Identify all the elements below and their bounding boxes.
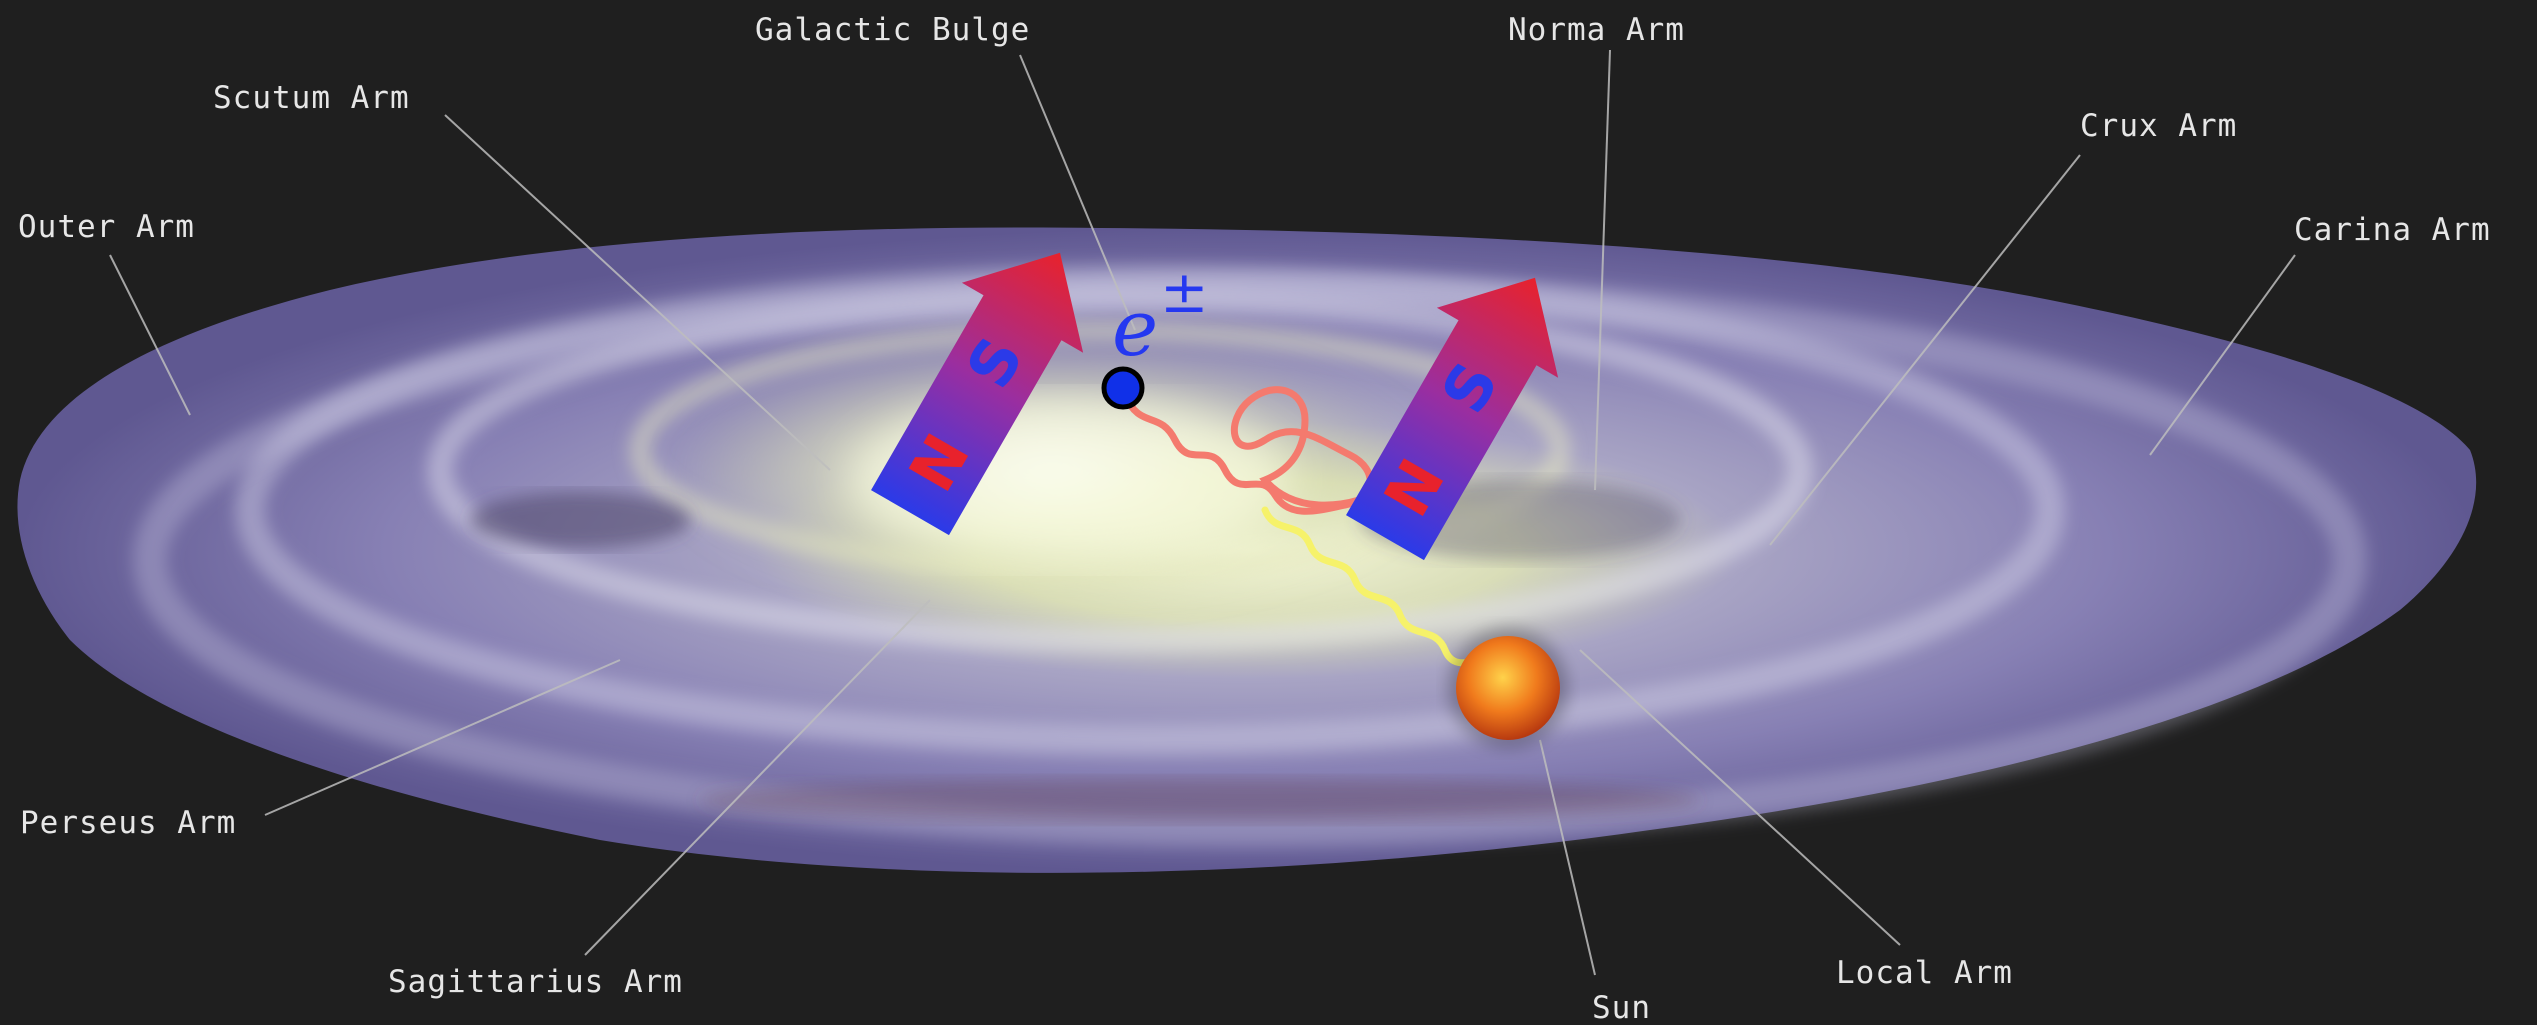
leader-norma-arm	[1594, 49, 1611, 491]
label-scutum-arm: Scutum Arm	[213, 80, 410, 116]
magnet-right-arrow-body	[1346, 277, 1559, 561]
leader-galactic-bulge	[1019, 54, 1136, 331]
label-carina-arm: Carina Arm	[2294, 212, 2491, 248]
electron-trajectory	[1121, 386, 1399, 515]
label-perseus-arm: Perseus Arm	[20, 805, 236, 841]
arm-labels: Galactic Bulge Norma Arm Scutum Arm Crux…	[18, 12, 2491, 1025]
leader-sagittarius-arm	[584, 599, 931, 956]
leader-carina-arm	[2149, 254, 2296, 456]
leader-crux-arm	[1769, 154, 2081, 546]
galaxy-disk	[17, 227, 2477, 873]
label-crux-arm: Crux Arm	[2080, 108, 2237, 144]
sun-icon	[1448, 628, 1568, 748]
electron-charge-superscript: ±	[1160, 258, 1209, 326]
leader-outer-arm	[109, 254, 191, 416]
label-galactic-bulge: Galactic Bulge	[755, 12, 1030, 48]
label-norma-arm: Norma Arm	[1508, 12, 1685, 48]
electron-symbol: e	[1112, 284, 1158, 374]
label-sagittarius-arm: Sagittarius Arm	[388, 964, 683, 1000]
label-outer-arm: Outer Arm	[18, 209, 195, 245]
magnet-right: S N	[1346, 277, 1559, 561]
electron-particle	[1101, 366, 1145, 410]
label-sun: Sun	[1592, 990, 1651, 1025]
photon-trajectory	[1261, 506, 1504, 667]
leader-lines	[109, 49, 2296, 976]
leader-sun	[1539, 739, 1596, 976]
magnet-left: S N	[871, 252, 1084, 536]
label-local-arm: Local Arm	[1836, 955, 2013, 991]
leader-scutum-arm	[444, 114, 831, 471]
leader-perseus-arm	[264, 659, 621, 816]
leader-local-arm	[1579, 649, 1901, 946]
magnet-left-arrow-body	[871, 252, 1084, 536]
